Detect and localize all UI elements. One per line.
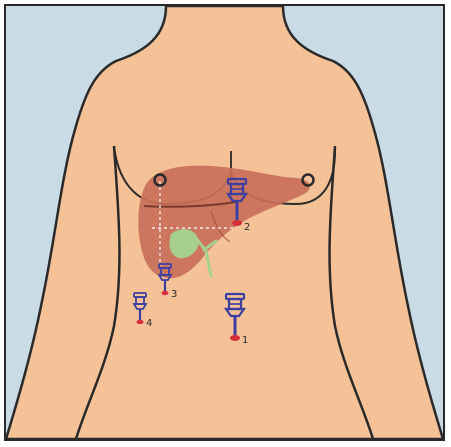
port-label-3: 3 (171, 289, 177, 300)
port-label-1: 1 (242, 335, 248, 346)
illustration-frame: 2 3 4 1 (4, 4, 445, 441)
port-label-2: 2 (244, 222, 250, 233)
port-label-4: 4 (146, 318, 152, 329)
torso-diagram: 2 3 4 1 (6, 6, 443, 439)
